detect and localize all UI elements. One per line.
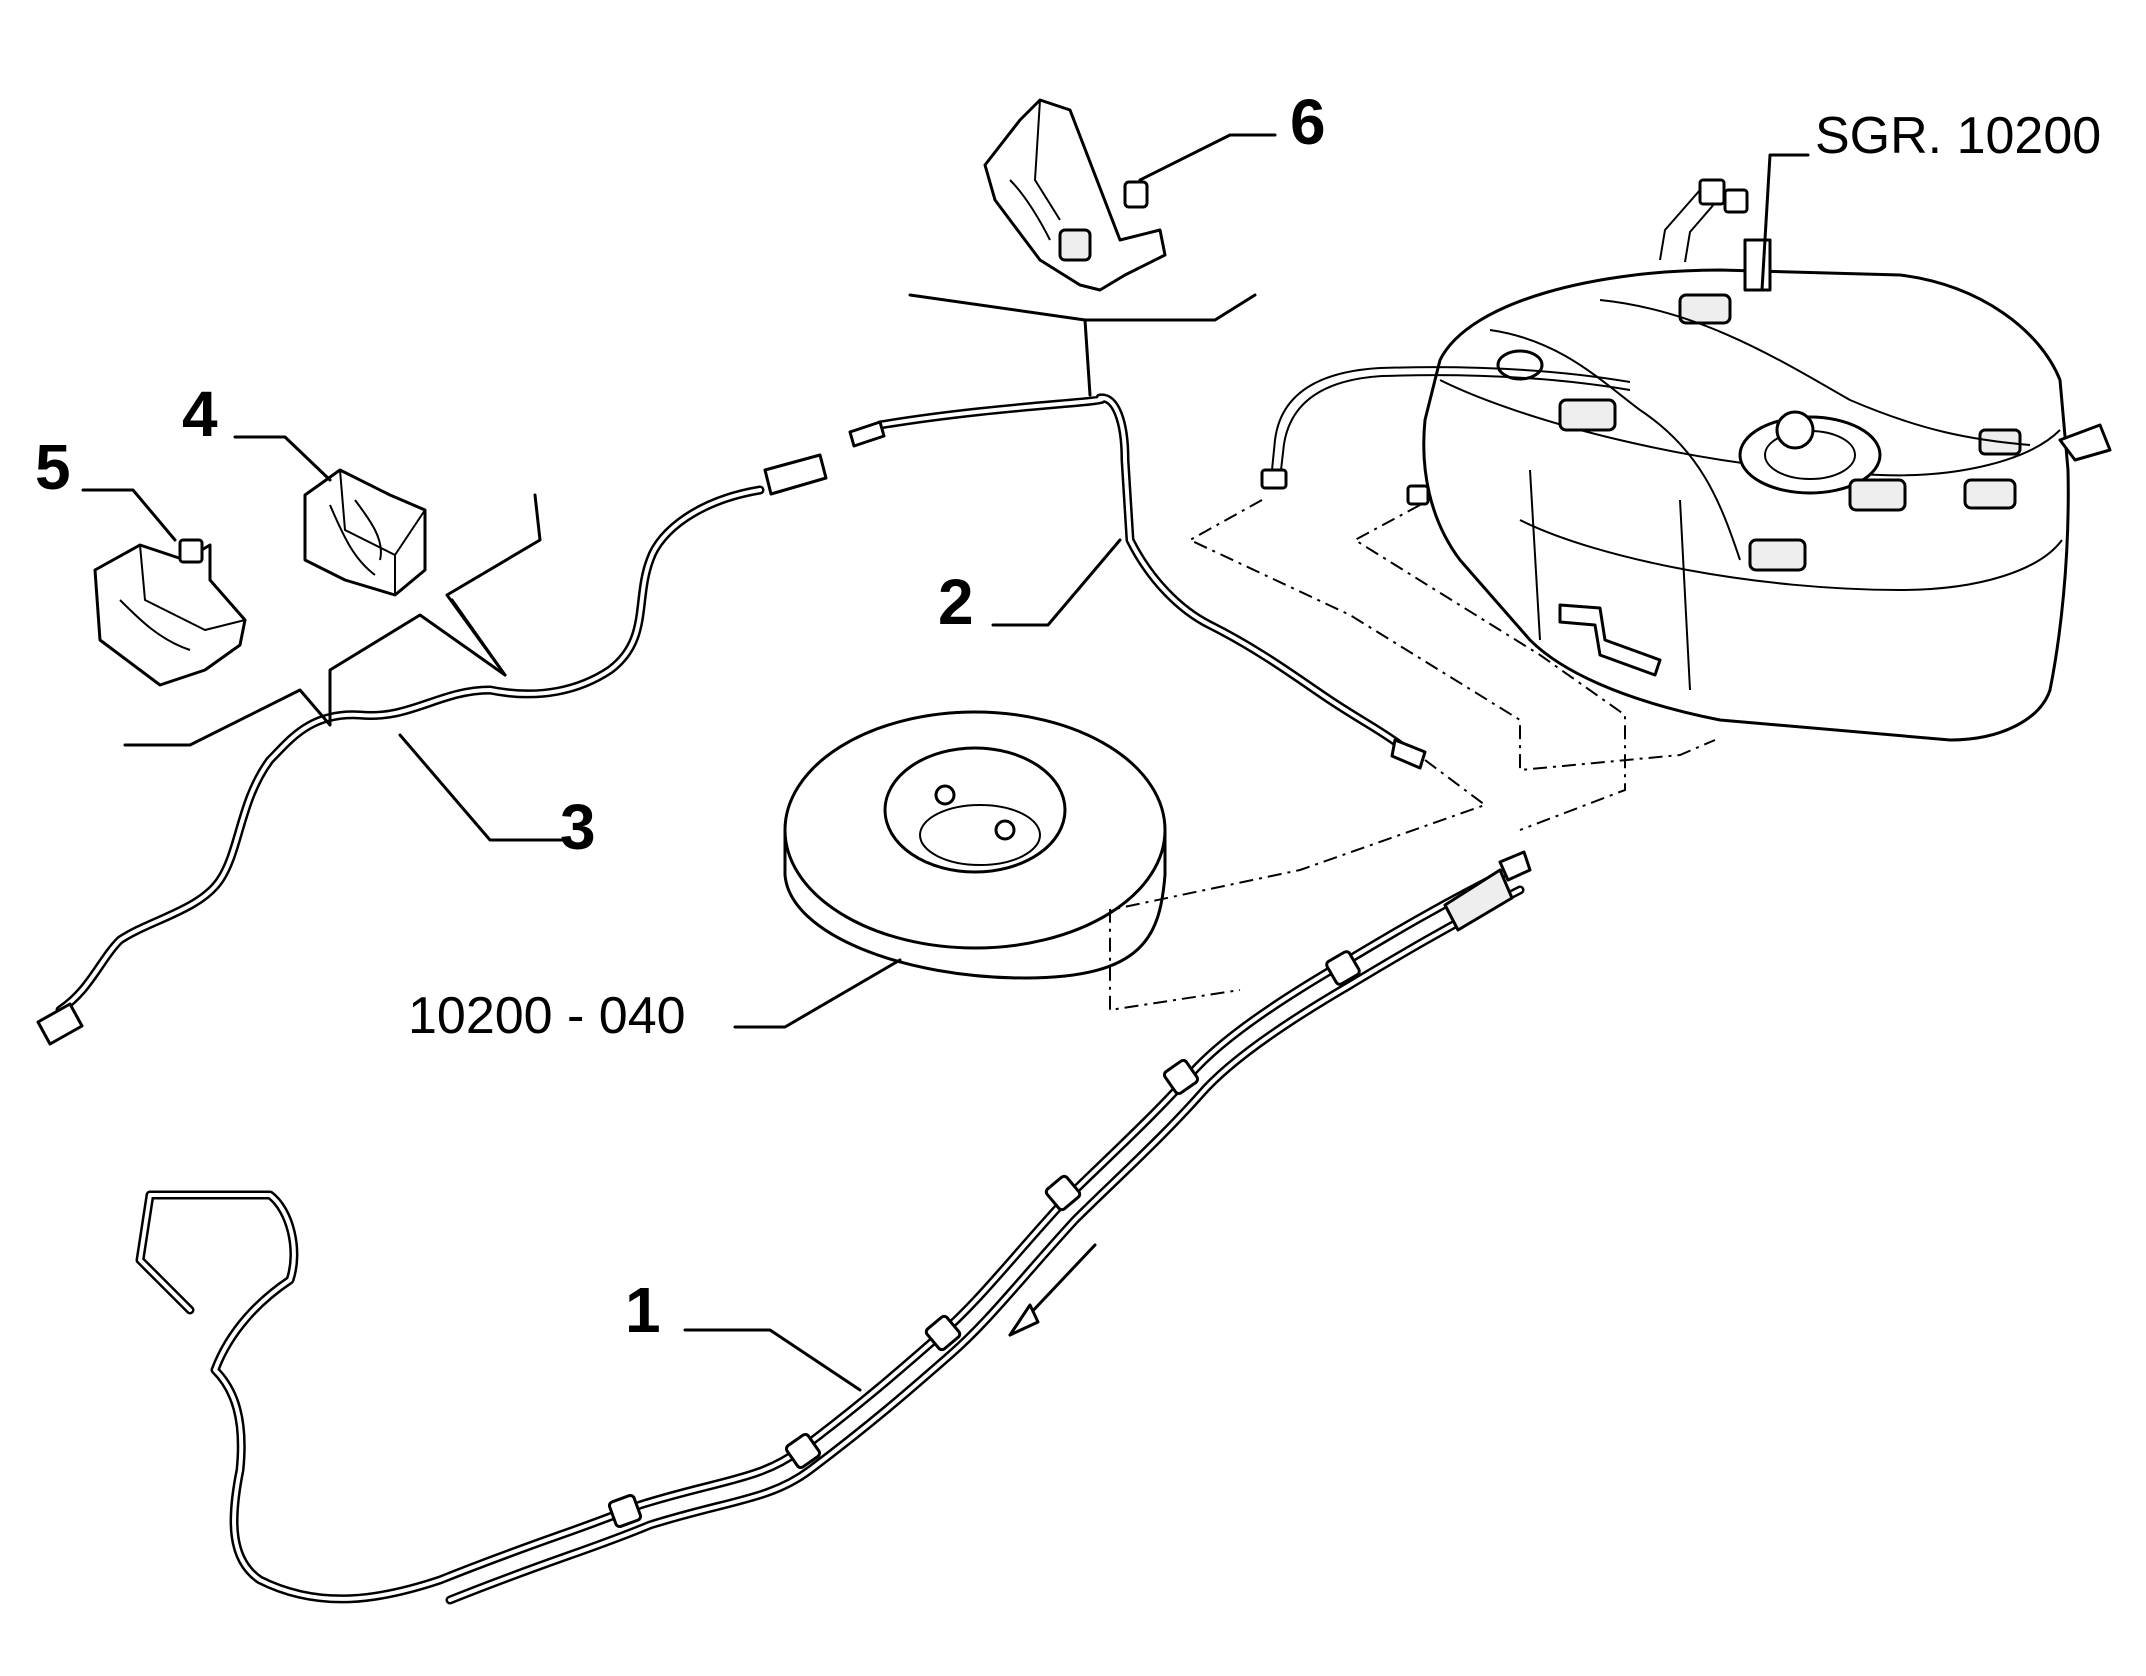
spare-tank [783, 710, 1167, 980]
callout-5: 5 [35, 431, 71, 503]
leader-lines [81, 133, 1810, 1392]
block-4 [303, 468, 427, 597]
callout-10200-040: 10200 - 040 [408, 987, 686, 1045]
callout-4: 4 [182, 378, 218, 450]
callout-2: 2 [938, 566, 974, 638]
assembly-dashes [1109, 499, 1716, 1012]
callout-1: 1 [625, 1274, 661, 1346]
fuel-tank [1260, 178, 2112, 742]
pipe-3 [36, 453, 828, 1046]
callout-3: 3 [560, 791, 596, 863]
callout-6: 6 [1290, 86, 1326, 158]
callout-sgr-10200: SGR. 10200 [1815, 107, 2102, 165]
clip-5 [93, 538, 247, 687]
pipe-1 [135, 850, 1532, 1605]
clip-6 [983, 98, 1167, 292]
pipe-2 [848, 393, 1427, 770]
